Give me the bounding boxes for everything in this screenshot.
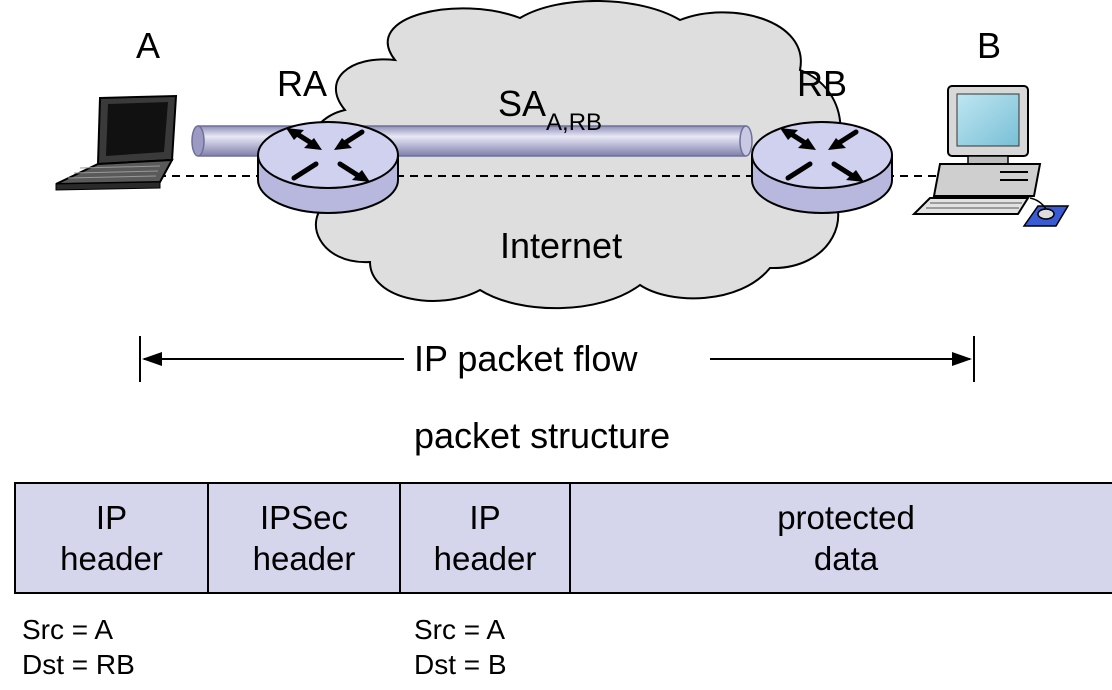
packet-structure-title: packet structure — [414, 415, 671, 456]
flow-arrow-right-head — [952, 352, 972, 366]
desktop-computer-icon — [911, 85, 1070, 227]
host-a-label: A — [136, 25, 161, 66]
laptop-icon — [55, 94, 178, 191]
router-rb-icon — [751, 121, 893, 214]
packet-field-ipsec-header: IPSec header — [209, 484, 401, 592]
flow-arrow-left-head — [142, 352, 162, 366]
outer-dst: Dst = RB — [22, 649, 135, 680]
sa-subscript-label: A,RB — [546, 109, 603, 136]
inner-dst: Dst = B — [414, 649, 507, 680]
inner-src: Src = A — [414, 614, 506, 645]
outer-src: Src = A — [22, 614, 114, 645]
router-ra-icon — [257, 121, 399, 214]
packet-field-inner-ip-header: IP header — [401, 484, 571, 592]
router-ra-label: RA — [277, 63, 328, 104]
packet-structure-table: IP header IPSec header IP header protect… — [14, 482, 1112, 594]
flow-arrow — [139, 336, 975, 382]
router-rb-label: RB — [797, 63, 848, 104]
internet-label: Internet — [500, 225, 623, 266]
packet-field-outer-ip-header: IP header — [16, 484, 209, 592]
host-b-label: B — [977, 25, 1002, 66]
flow-label: IP packet flow — [414, 338, 638, 379]
packet-field-protected-data: protected data — [777, 498, 915, 577]
inner-header-annotation: Src = A Dst = B — [414, 612, 507, 682]
network-diagram — [55, 0, 1070, 382]
sa-label: SAA,RB — [498, 83, 602, 135]
outer-header-annotation: Src = A Dst = RB — [22, 612, 135, 682]
sa-main-label: SA — [498, 83, 547, 124]
